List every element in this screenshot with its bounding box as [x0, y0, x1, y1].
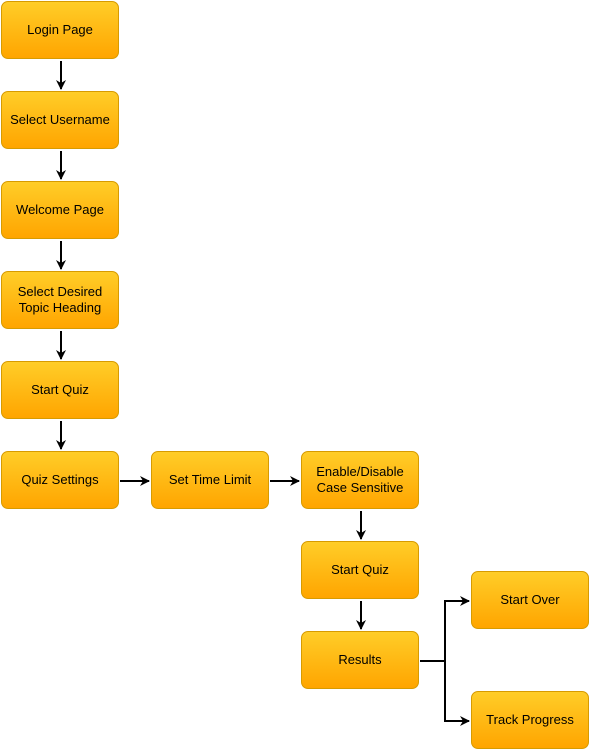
- arrow-results-to-start-over: [420, 596, 470, 662]
- node-set-time-limit: Set Time Limit: [151, 451, 269, 509]
- node-start-quiz: Start Quiz: [1, 361, 119, 419]
- node-case-sensitive: Enable/Disable Case Sensitive: [301, 451, 419, 509]
- node-start-over: Start Over: [471, 571, 589, 629]
- node-start-quiz-2: Start Quiz: [301, 541, 419, 599]
- node-quiz-settings: Quiz Settings: [1, 451, 119, 509]
- node-select-topic-heading: Select Desired Topic Heading: [1, 271, 119, 329]
- node-results: Results: [301, 631, 419, 689]
- arrow-results-to-track-progress: [420, 660, 470, 726]
- node-welcome-page: Welcome Page: [1, 181, 119, 239]
- node-track-progress: Track Progress: [471, 691, 589, 749]
- node-select-username: Select Username: [1, 91, 119, 149]
- node-login-page: Login Page: [1, 1, 119, 59]
